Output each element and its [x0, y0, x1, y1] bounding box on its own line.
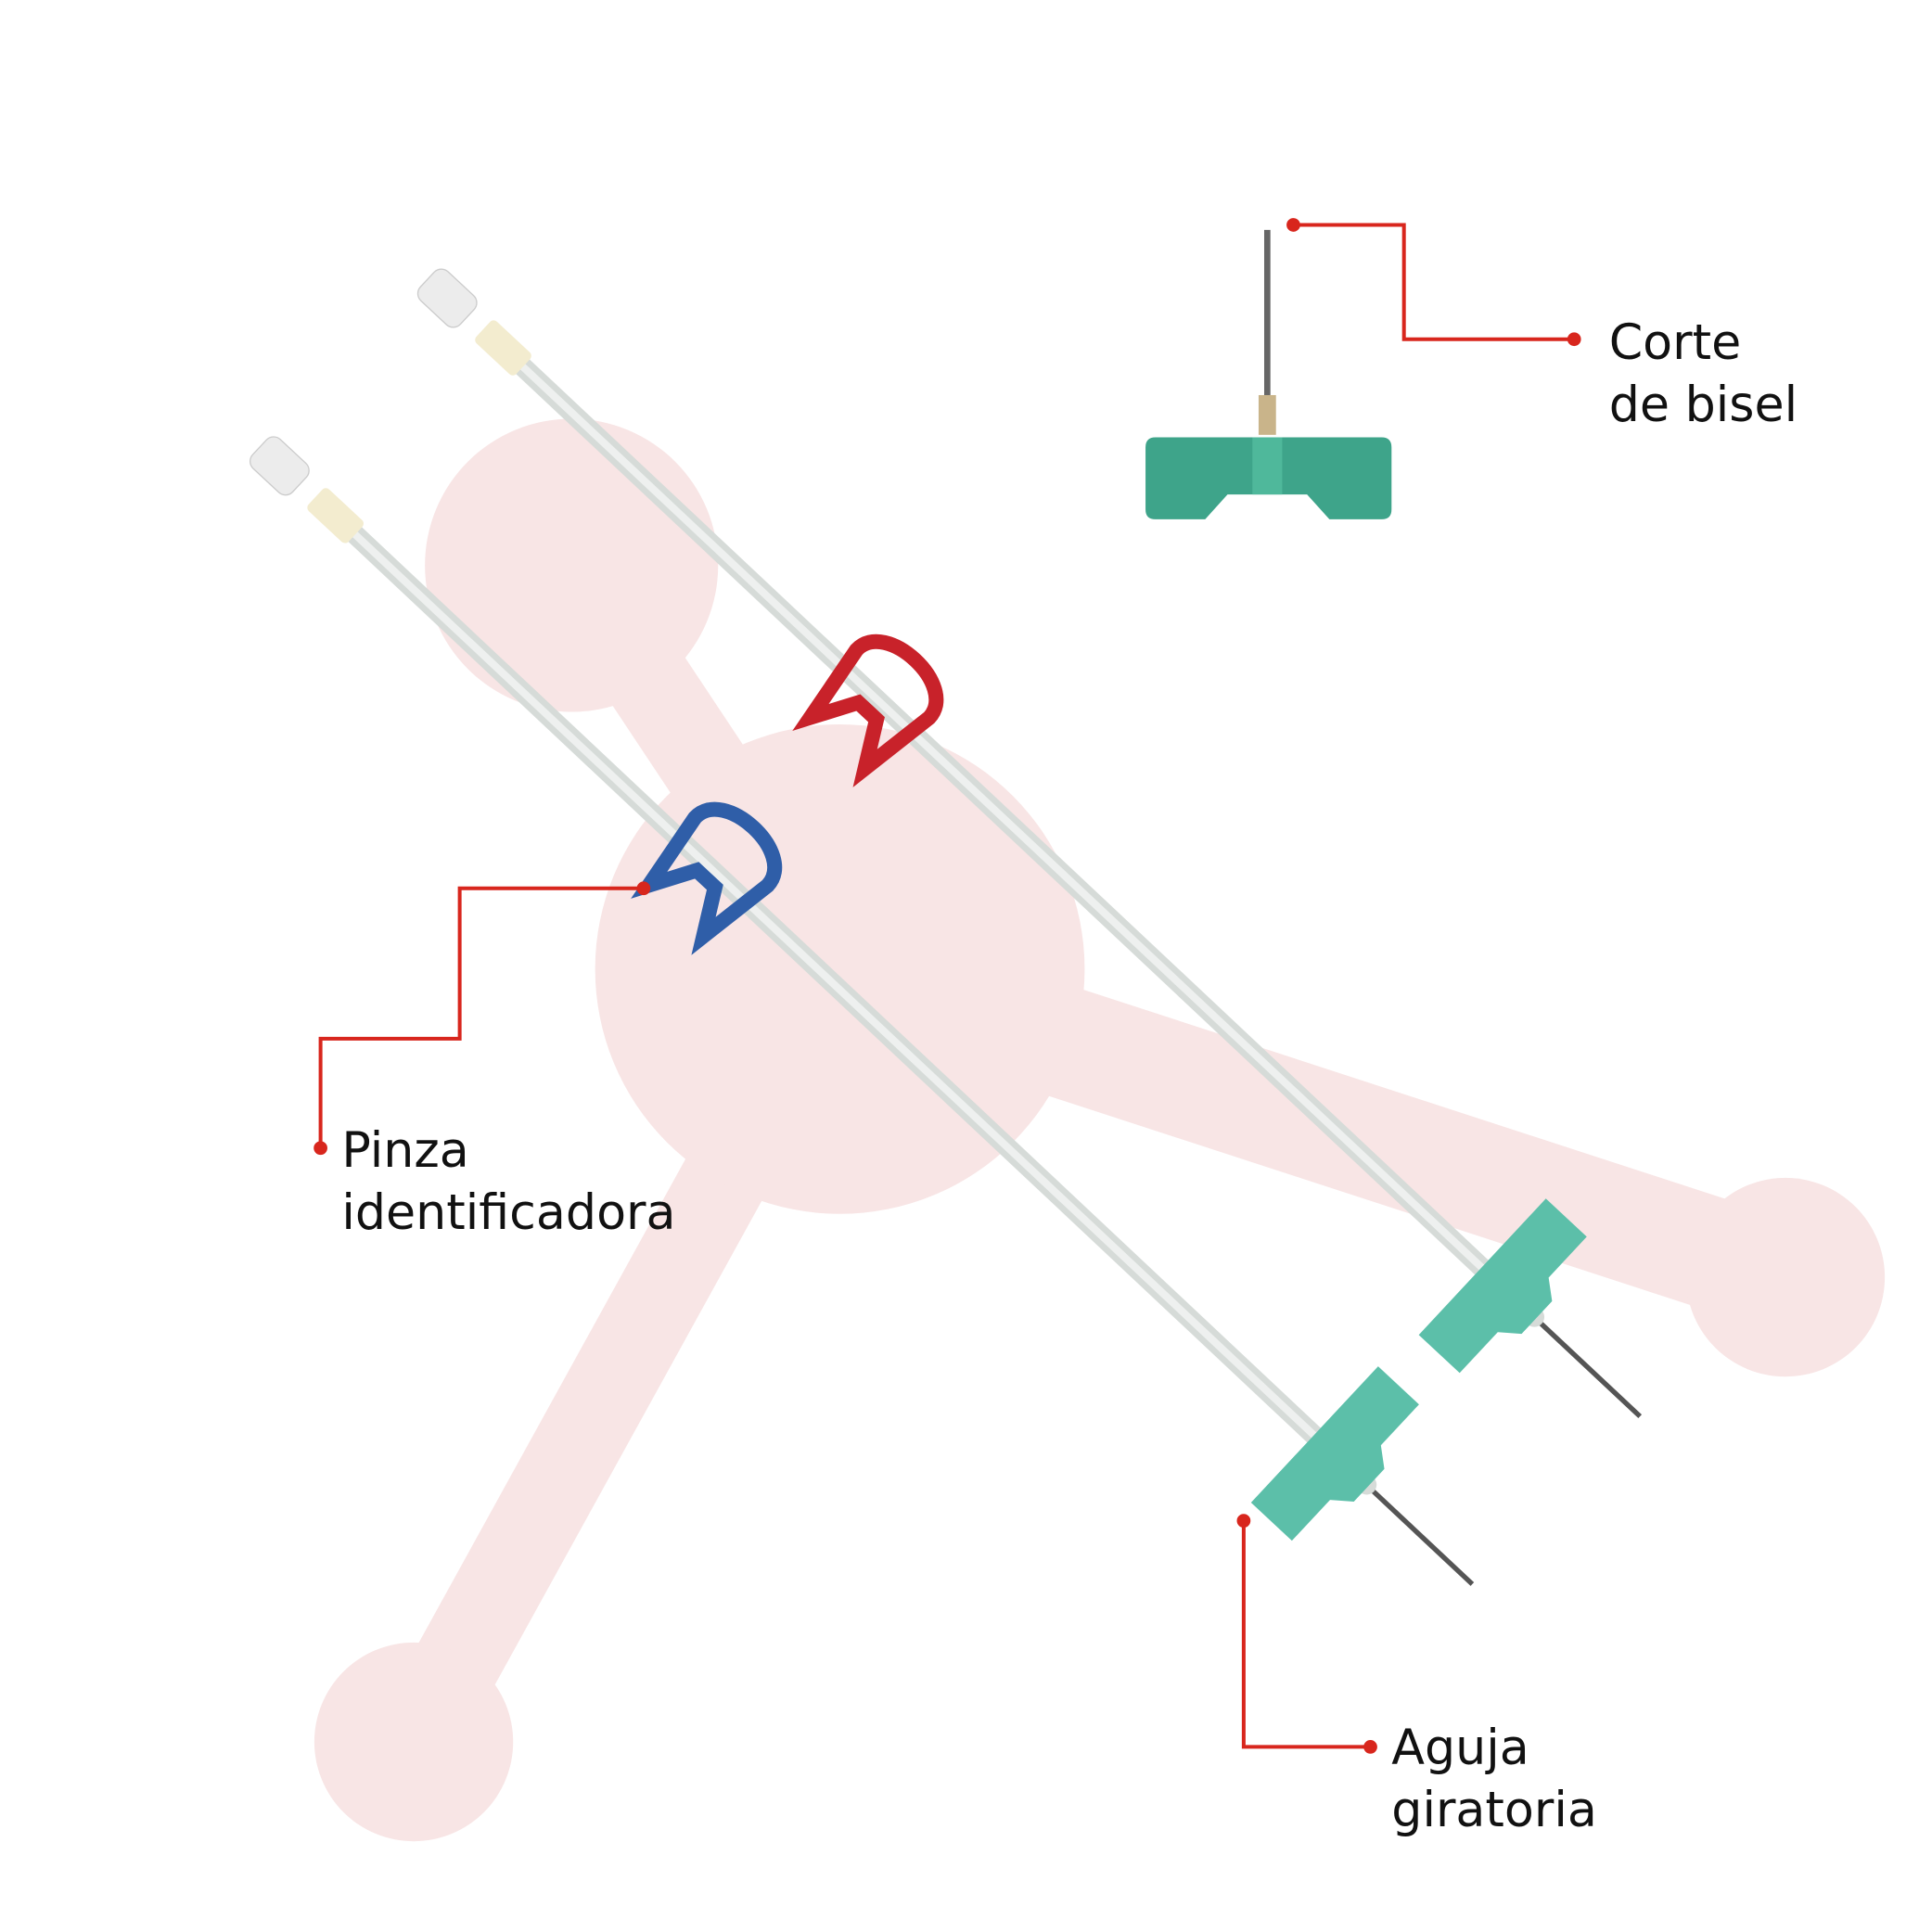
- wing: [1418, 1198, 1587, 1374]
- label-needle-line1: Aguja: [1391, 1721, 1529, 1776]
- label-bevel-line2: de bisel: [1609, 377, 1798, 433]
- callout-clamp: [313, 881, 651, 1156]
- red-clamp: [792, 633, 944, 787]
- bevel-detail: [1145, 229, 1392, 519]
- fistula-needle-red: [416, 268, 1643, 1419]
- fistula-needle-blue: [249, 436, 1475, 1586]
- blue-clamp: [631, 801, 783, 955]
- label-bevel-line1: Corte: [1609, 315, 1742, 371]
- label-needle-line2: giratoria: [1391, 1783, 1597, 1838]
- callout-bevel: [1286, 218, 1581, 347]
- background-shape: [313, 418, 1886, 1842]
- callout-needle: [1236, 1514, 1377, 1754]
- label-clamp-line1: Pinza: [341, 1123, 468, 1179]
- label-clamp-line2: identificadora: [341, 1185, 675, 1241]
- wing: [1250, 1366, 1419, 1542]
